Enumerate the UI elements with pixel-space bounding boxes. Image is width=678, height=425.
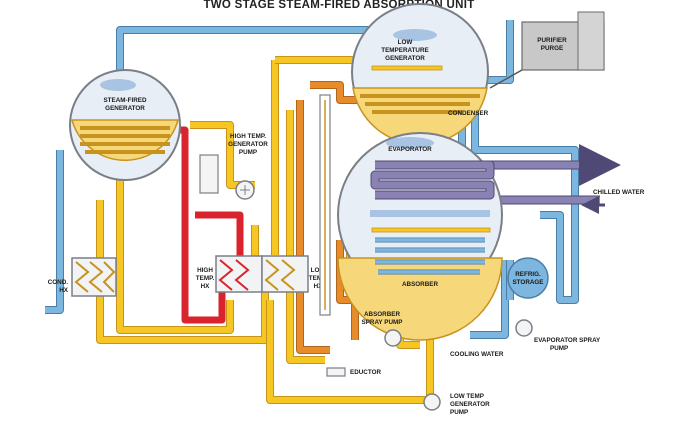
- diagram-title: TWO STAGE STEAM-FIRED ABSORPTION UNIT: [203, 0, 474, 11]
- absorber-label: ABSORBER: [402, 281, 438, 288]
- cooling-water-label: COOLING WATER: [450, 351, 504, 358]
- refrig-storage: REFRIG.STORAGE: [507, 257, 549, 299]
- condenser-label: CONDENSER: [448, 110, 489, 117]
- eductor: EDUCTOR: [326, 367, 381, 377]
- eductor-column: [319, 94, 331, 316]
- evaporator-label: EVAPORATOR: [388, 146, 432, 153]
- chilled-water-label: CHILLED WATER: [593, 189, 645, 196]
- refrig-storage-label: REFRIG.STORAGE: [512, 271, 543, 286]
- evaporator-tube-bundle: [370, 160, 495, 200]
- eductor-label: EDUCTOR: [350, 369, 381, 376]
- cond-hx: COND.HX: [48, 257, 117, 297]
- cond-hx-label: COND.HX: [48, 279, 69, 294]
